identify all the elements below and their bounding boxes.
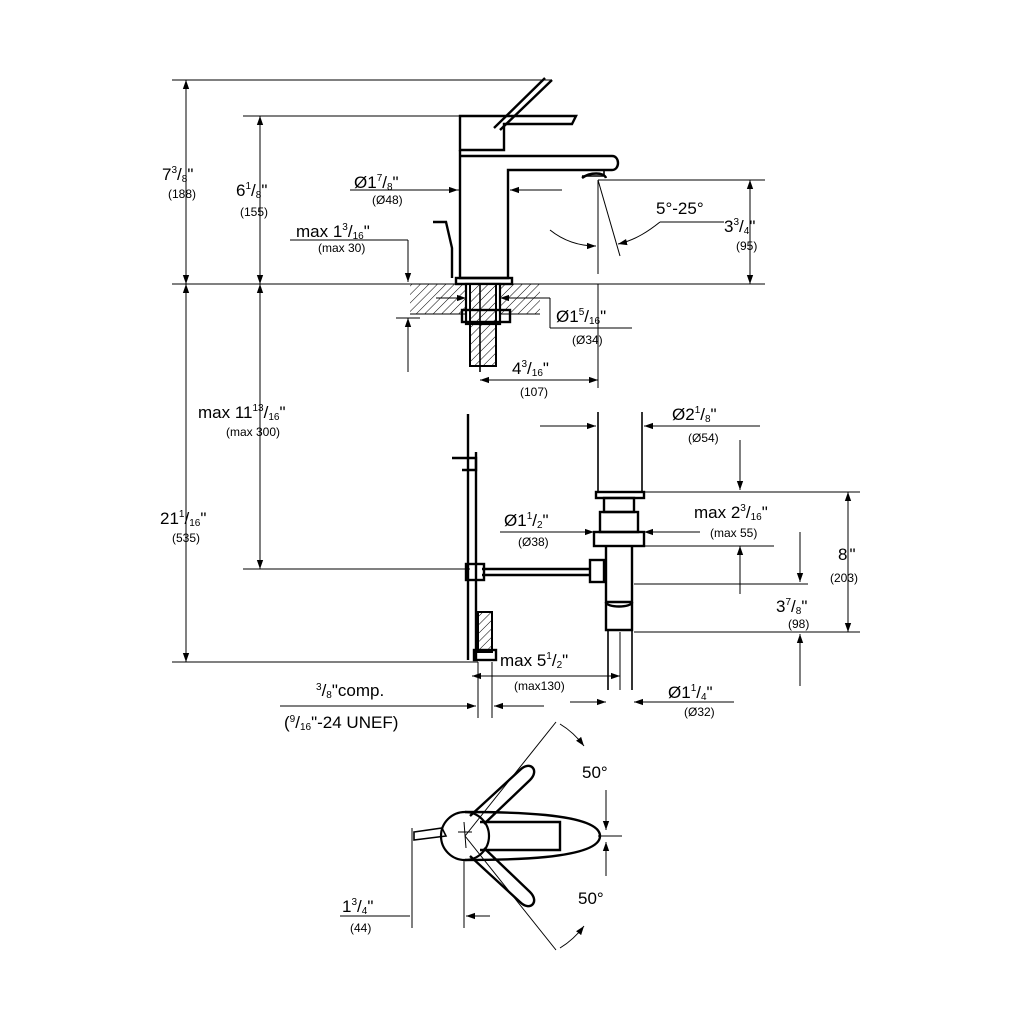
label-3-7-8: 37/8": [776, 597, 807, 617]
label-dia-54: (Ø54): [688, 431, 719, 445]
label-max-5-1-2: max 51/2": [500, 651, 568, 671]
label-3-3-4: 33/4": [724, 217, 755, 237]
label-21-1-16: 211/16": [160, 509, 206, 529]
label-203: (203): [830, 571, 858, 585]
label-44: (44): [350, 921, 371, 935]
label-1-3-4: 13/4": [342, 897, 373, 917]
dimension-lines: [182, 80, 860, 951]
label-95: (95): [736, 239, 757, 253]
label-155: (155): [240, 205, 268, 219]
dimension-labels: 73/8" (188) 61/8" (155) Ø17/8" (Ø48) max…: [160, 165, 858, 935]
label-angle-5-25: 5°-25°: [656, 199, 704, 218]
label-angle-50-bottom: 50°: [578, 889, 604, 908]
label-107: (107): [520, 385, 548, 399]
label-max-300: (max 300): [226, 425, 280, 439]
label-dia-1-5-16: Ø15/16": [556, 307, 606, 327]
label-unef: (9/16"-24 UNEF): [284, 713, 398, 733]
label-98: (98): [788, 617, 809, 631]
label-max-30: (max 30): [318, 241, 365, 255]
label-4-3-16: 43/16": [512, 359, 549, 379]
label-dia-1-1-2: Ø11/2": [504, 511, 549, 531]
label-dia-1-7-8: Ø17/8": [354, 173, 399, 193]
label-dia-34: (Ø34): [572, 333, 603, 347]
label-7-3-8: 73/8": [162, 165, 193, 185]
label-max-11-13-16: max 1113/16": [198, 403, 286, 423]
label-comp: 3/8"comp.: [316, 681, 384, 701]
label-dia-2-1-8: Ø21/8": [672, 405, 717, 425]
handle-top-view: [413, 764, 602, 908]
faucet-side-view: [410, 77, 620, 372]
label-max-1-3-16: max 13/16": [296, 222, 370, 242]
label-6-1-8: 61/8": [236, 181, 267, 201]
label-dia-1-1-4: Ø11/4": [668, 683, 713, 703]
label-dia-48: (Ø48): [372, 193, 403, 207]
label-max-55: (max 55): [710, 526, 757, 540]
label-max-130: (max130): [514, 679, 565, 693]
label-dia-32: (Ø32): [684, 705, 715, 719]
label-535: (535): [172, 531, 200, 545]
label-8: 8": [838, 545, 856, 564]
drain-assembly: [452, 412, 646, 690]
label-angle-50-top: 50°: [582, 763, 608, 782]
label-dia-38: (Ø38): [518, 535, 549, 549]
label-188: (188): [168, 187, 196, 201]
label-max-2-3-16: max 23/16": [694, 503, 768, 523]
